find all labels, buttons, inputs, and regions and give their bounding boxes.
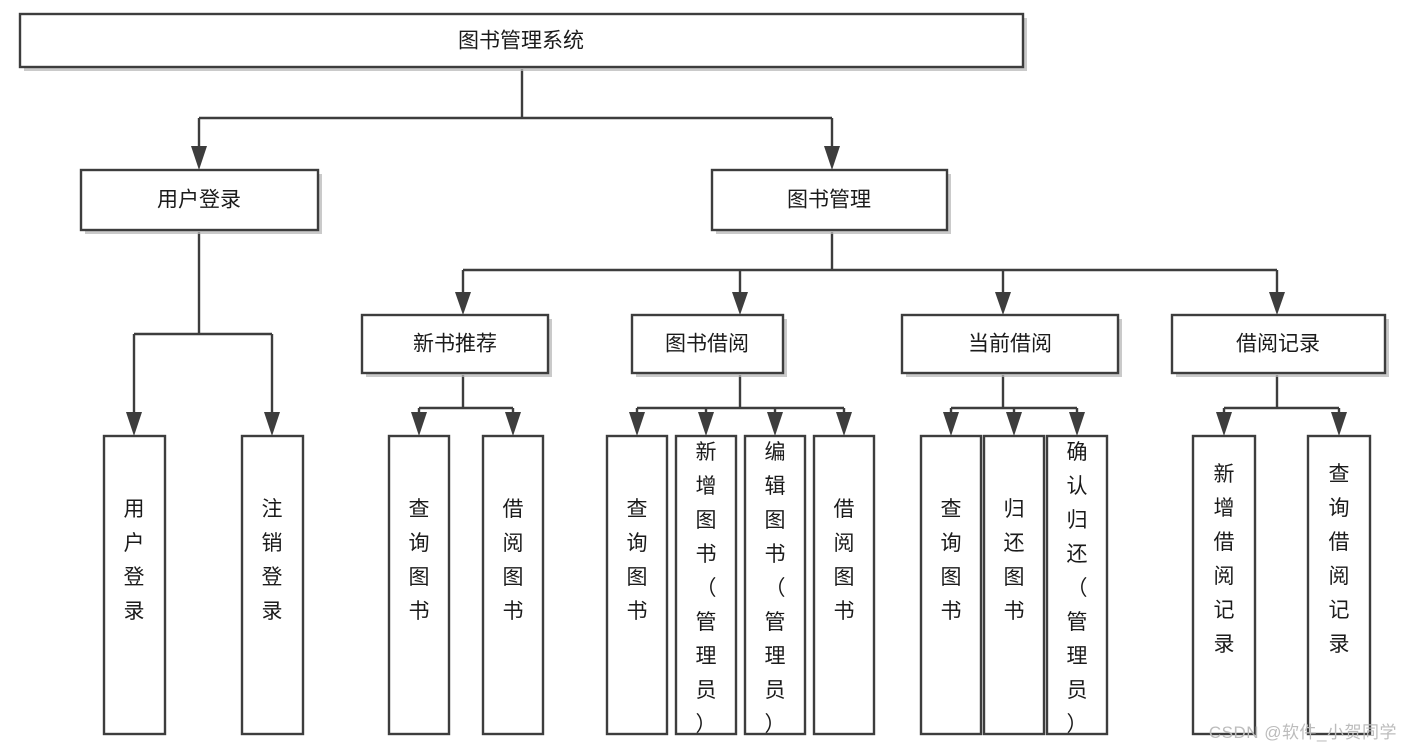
node-borrow-record[interactable]: 借阅记录 — [1170, 313, 1389, 377]
leaf-box[interactable] — [919, 434, 983, 736]
leaf-new-book-2[interactable]: 借阅图书 — [481, 434, 545, 736]
leaf-box[interactable] — [1306, 434, 1372, 736]
borrow-record-box[interactable] — [1170, 313, 1387, 375]
user-login-label: 用户登录 — [157, 189, 241, 212]
arrowhead-record — [1269, 292, 1285, 315]
arrowhead-borrow — [732, 292, 748, 315]
connectors — [126, 69, 1347, 436]
leaf-box[interactable] — [674, 434, 738, 736]
leaf-user-login-2[interactable]: 注销登录 — [240, 434, 305, 736]
book-manage-label: 图书管理 — [787, 189, 871, 212]
leaf-box[interactable] — [812, 434, 876, 736]
leaf-box[interactable] — [605, 434, 669, 736]
leaf-label: 确认归还（管理员） — [1067, 441, 1088, 736]
arrowhead-newbook-leaf1 — [411, 412, 427, 436]
node-book-borrow[interactable]: 图书借阅 — [630, 313, 787, 377]
leaf-book-borrow-2[interactable]: 新增图书（管理员） — [674, 434, 738, 736]
leaf-label: 注销登录 — [262, 498, 283, 623]
node-user-login[interactable]: 用户登录 — [79, 168, 322, 234]
leaf-label: 查询借阅记录 — [1329, 463, 1350, 656]
leaf-current-borrow-1[interactable]: 查询图书 — [919, 434, 983, 736]
leaf-box[interactable] — [240, 434, 305, 736]
leaf-box[interactable] — [481, 434, 545, 736]
leaf-book-borrow-3[interactable]: 编辑图书（管理员） — [743, 434, 807, 736]
arrowhead-current-leaf1 — [943, 412, 959, 436]
arrowhead-borrow-leaf2 — [698, 412, 714, 436]
new-book-box[interactable] — [360, 313, 550, 375]
leaf-label: 查询图书 — [627, 498, 648, 623]
leaf-label: 新增图书（管理员） — [696, 441, 717, 736]
book-manage-box[interactable] — [710, 168, 949, 232]
arrowhead-newbook-leaf2 — [505, 412, 521, 436]
current-borrow-label: 当前借阅 — [968, 333, 1052, 356]
new-book-label: 新书推荐 — [413, 333, 497, 356]
arrowhead-book-manage — [824, 146, 840, 170]
csdn-watermark: CSDN @软件_小贺同学 — [1208, 723, 1397, 742]
node-root[interactable]: 图书管理系统 — [18, 12, 1027, 71]
leaf-current-borrow-2[interactable]: 归还图书 — [982, 434, 1046, 736]
user-login-box[interactable] — [79, 168, 320, 232]
leaf-box[interactable] — [387, 434, 451, 736]
leaf-borrow-record-2[interactable]: 查询借阅记录 — [1306, 434, 1372, 736]
leaf-new-book-1[interactable]: 查询图书 — [387, 434, 451, 736]
leaf-label: 用户登录 — [124, 498, 145, 623]
node-book-manage[interactable]: 图书管理 — [710, 168, 951, 234]
leaf-book-borrow-4[interactable]: 借阅图书 — [812, 434, 876, 736]
leaf-label: 借阅图书 — [834, 498, 855, 623]
arrowhead-leaf-logout — [264, 412, 280, 436]
arrowhead-leaf-user-login — [126, 412, 142, 436]
leaf-label: 编辑图书（管理员） — [765, 441, 786, 736]
arrowhead-borrow-leaf4 — [836, 412, 852, 436]
leaf-user-login-1[interactable]: 用户登录 — [102, 434, 167, 736]
root-box[interactable] — [18, 12, 1025, 69]
leaf-book-borrow-1[interactable]: 查询图书 — [605, 434, 669, 736]
arrowhead-current-leaf2 — [1006, 412, 1022, 436]
leaf-label: 查询图书 — [409, 498, 430, 623]
book-borrow-box[interactable] — [630, 313, 785, 375]
arrowhead-current — [995, 292, 1011, 315]
current-borrow-box[interactable] — [900, 313, 1120, 375]
leaf-label: 新增借阅记录 — [1214, 463, 1235, 656]
leaf-label: 借阅图书 — [503, 498, 524, 623]
arrowhead-record-leaf2 — [1331, 412, 1347, 436]
leaf-box[interactable] — [102, 434, 167, 736]
borrow-record-label: 借阅记录 — [1236, 333, 1320, 356]
arrowhead-borrow-leaf3 — [767, 412, 783, 436]
leaf-box[interactable] — [982, 434, 1046, 736]
root-label: 图书管理系统 — [458, 30, 584, 53]
leaf-box[interactable] — [1191, 434, 1257, 736]
book-borrow-label: 图书借阅 — [665, 333, 749, 356]
leaf-label: 归还图书 — [1004, 498, 1025, 623]
leaf-current-borrow-3[interactable]: 确认归还（管理员） — [1045, 434, 1109, 736]
node-current-borrow[interactable]: 当前借阅 — [900, 313, 1122, 377]
arrowhead-current-leaf3 — [1069, 412, 1085, 436]
arrowhead-user-login — [191, 146, 207, 170]
arrowhead-borrow-leaf1 — [629, 412, 645, 436]
leaf-borrow-record-1[interactable]: 新增借阅记录 — [1191, 434, 1257, 736]
leaf-box[interactable] — [1045, 434, 1109, 736]
leaf-label: 查询图书 — [941, 498, 962, 623]
arrowhead-new-book — [455, 292, 471, 315]
arrowhead-record-leaf1 — [1216, 412, 1232, 436]
leaf-box[interactable] — [743, 434, 807, 736]
node-new-book-recommend[interactable]: 新书推荐 — [360, 313, 552, 377]
